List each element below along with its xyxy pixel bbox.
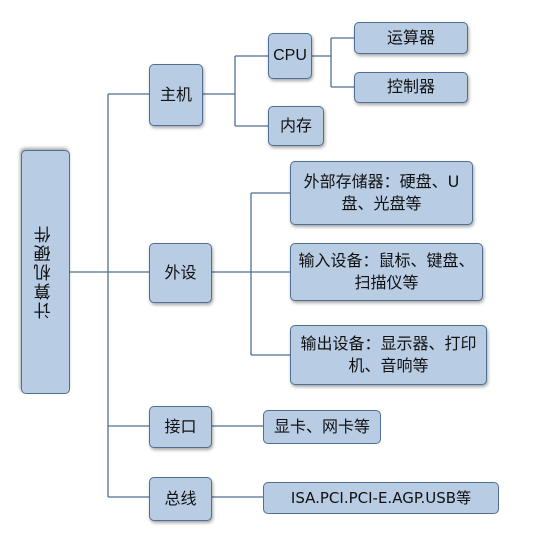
bus-label: 总线 (164, 488, 197, 508)
root-node: 计算机硬件 (21, 150, 70, 394)
storage-label: 外部存储器：硬盘、U盘、光盘等 (303, 171, 460, 213)
memory-label: 内存 (279, 115, 312, 135)
root-label: 计算机硬件 (34, 224, 55, 320)
memory-node: 内存 (268, 106, 324, 146)
input-label: 输入设备：鼠标、键盘、扫描仪等 (298, 250, 475, 292)
cards-label: 显卡、网卡等 (273, 416, 370, 436)
alu-node: 运算器 (354, 22, 468, 54)
standards-label: ISA.PCI.PCI-E.AGP.USB等 (290, 488, 472, 507)
alu-label: 运算器 (386, 27, 435, 47)
controller-node: 控制器 (354, 72, 468, 103)
storage-node: 外部存储器：硬盘、U盘、光盘等 (290, 161, 473, 225)
cards-node: 显卡、网卡等 (263, 410, 381, 444)
output-label: 输出设备：显示器、打印机、音响等 (300, 333, 477, 375)
input-node: 输入设备：鼠标、键盘、扫描仪等 (290, 243, 483, 301)
interface-node: 接口 (149, 406, 212, 448)
interface-label: 接口 (164, 416, 197, 436)
host-label: 主机 (159, 84, 192, 104)
output-node: 输出设备：显示器、打印机、音响等 (290, 325, 487, 385)
peripherals-label: 外设 (164, 262, 197, 282)
host-node: 主机 (149, 64, 203, 126)
cpu-label: CPU (273, 46, 307, 64)
controller-label: 控制器 (386, 77, 435, 97)
bus-node: 总线 (149, 477, 212, 521)
peripherals-node: 外设 (149, 243, 212, 303)
cpu-node: CPU (268, 33, 312, 79)
standards-node: ISA.PCI.PCI-E.AGP.USB等 (263, 482, 499, 514)
